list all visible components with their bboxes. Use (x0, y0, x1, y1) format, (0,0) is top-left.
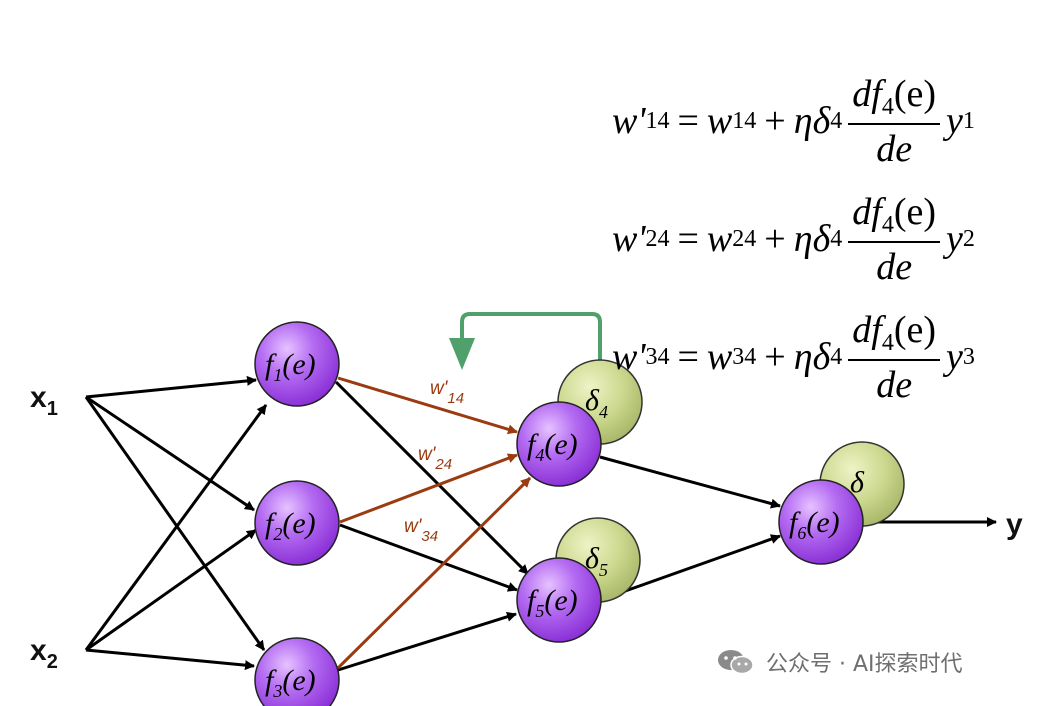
edge-f4-f6 (599, 455, 781, 509)
hidden-edges (334, 380, 997, 672)
input-x2: x2 (30, 634, 58, 673)
edge-w14 (337, 376, 518, 435)
svg-text:f3(e): f3(e) (265, 664, 316, 701)
neuron-f6: f6(e) (778, 479, 864, 565)
neuron-f1: f1(e) (254, 321, 340, 407)
neuron-f2: f2(e) (254, 480, 340, 566)
svg-text:f6(e): f6(e) (789, 506, 840, 543)
weight-label-34: w'34 (404, 516, 438, 545)
edge-x2-f2 (85, 528, 257, 652)
svg-text:δ4: δ4 (585, 384, 608, 422)
edge-x1-f2 (85, 395, 255, 512)
edge-f3-f5 (337, 611, 517, 672)
input-x1: x1 (30, 381, 58, 420)
delta-5-sub: 5 (599, 560, 608, 580)
fraction: df4(e) de (848, 308, 940, 407)
watermark-text: 公众号 · AI探索时代 (766, 652, 963, 677)
edge-x2-f1 (84, 404, 268, 651)
svg-text:δ: δ (850, 466, 865, 499)
svg-text:f4(e): f4(e) (527, 428, 578, 465)
svg-text:f2(e): f2(e) (265, 507, 316, 544)
edge-f5-f6 (599, 534, 781, 602)
wechat-icon (718, 650, 754, 675)
delta-out-symbol: δ (850, 466, 865, 499)
neuron-f4: f4(e) (516, 401, 602, 487)
weight-label-14: w'14 (430, 378, 464, 407)
edge-f2-f5 (339, 523, 518, 592)
edge-x2-f3 (85, 648, 255, 671)
neurons: f1(e) f2(e) f3(e) f4(e) f5(e) f6(e) (254, 321, 864, 706)
delta-4-symbol: δ (585, 384, 600, 417)
edge-x1-f3 (84, 396, 266, 651)
neuron-f3: f3(e) (254, 637, 340, 706)
watermark: 公众号 · AI探索时代 (716, 646, 963, 678)
input-edges (84, 375, 268, 671)
fraction: df4(e) de (848, 190, 940, 289)
svg-text:δ5: δ5 (585, 542, 608, 580)
updated-weight-edges (336, 376, 532, 670)
edge-w24 (339, 453, 518, 524)
svg-text:f1(e): f1(e) (265, 348, 316, 385)
edge-f1-f5 (334, 380, 530, 576)
svg-text:f5(e): f5(e) (527, 584, 578, 621)
output-y: y (1006, 508, 1023, 541)
delta-5-symbol: δ (585, 542, 600, 575)
edge-x1-f1 (85, 375, 257, 399)
weight-label-24: w'24 (418, 444, 452, 473)
delta-4-sub: 4 (599, 402, 608, 422)
fraction: df4(e) de (848, 72, 940, 171)
feedback-arrow (449, 312, 602, 370)
weight-labels: w'14 w'24 w'34 (404, 378, 464, 545)
edge-w34 (336, 476, 532, 670)
neuron-f5: f5(e) (516, 557, 602, 643)
